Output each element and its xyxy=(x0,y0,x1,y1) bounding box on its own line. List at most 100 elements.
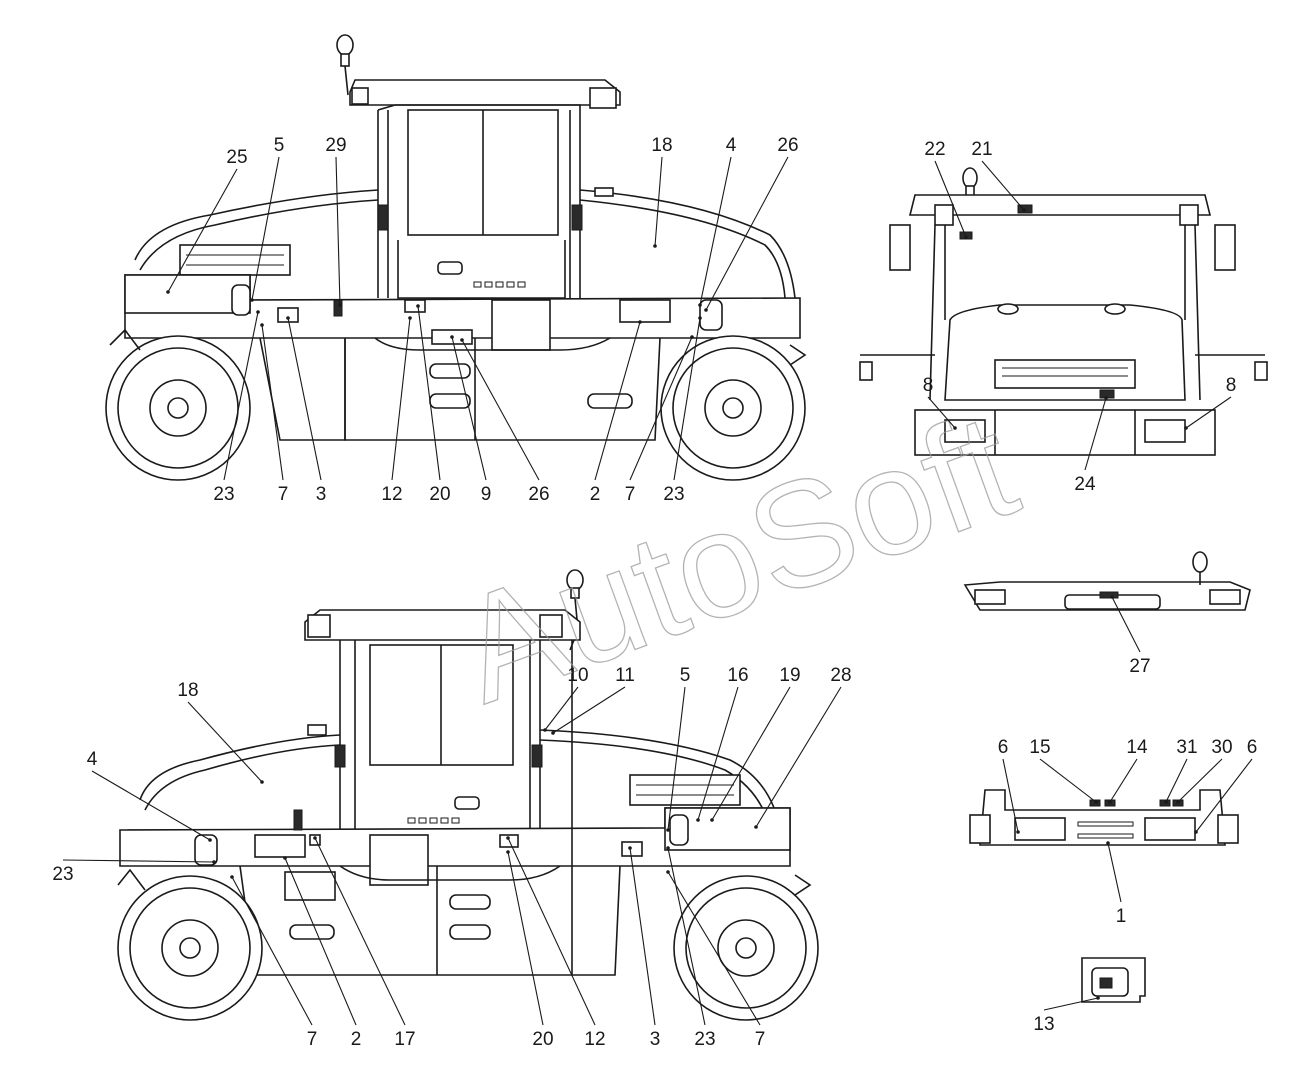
callout-leader xyxy=(705,156,789,311)
callout-number: 14 xyxy=(1126,737,1148,758)
callout-leader xyxy=(1177,758,1223,803)
callout-leader xyxy=(629,336,693,481)
callout-target-dot xyxy=(666,870,670,874)
callout-leader xyxy=(755,686,842,828)
callout-7: 7 xyxy=(260,323,288,505)
callout-target-dot xyxy=(754,825,758,829)
callout-target-dot xyxy=(1164,800,1168,804)
callout-target-dot xyxy=(166,290,170,294)
callout-number: 18 xyxy=(651,135,672,156)
callout-target-dot xyxy=(638,320,642,324)
callout-number: 23 xyxy=(663,484,684,505)
callout-leader xyxy=(284,857,357,1026)
callout-number: 17 xyxy=(394,1029,415,1050)
rear-bumper-view xyxy=(969,789,1239,846)
callout-leader xyxy=(507,837,596,1026)
callout-number: 10 xyxy=(567,665,588,686)
callout-number: 7 xyxy=(755,1029,766,1050)
callout-4: 4 xyxy=(87,749,212,842)
callout-19: 19 xyxy=(710,665,801,822)
callout-number: 4 xyxy=(726,135,737,156)
callout-leader xyxy=(261,324,284,481)
callout-18: 18 xyxy=(651,135,673,248)
callout-23: 23 xyxy=(666,846,716,1050)
callout-29: 29 xyxy=(325,135,347,307)
callout-leader xyxy=(594,321,641,481)
callout-31: 31 xyxy=(1164,737,1198,804)
callout-12: 12 xyxy=(381,316,412,505)
callout-leader xyxy=(1084,397,1107,471)
callout-leader xyxy=(1039,758,1097,803)
callout-12: 12 xyxy=(506,836,606,1050)
callout-8: 8 xyxy=(1184,375,1236,430)
callout-target-dot xyxy=(260,780,264,784)
callout-number: 29 xyxy=(325,135,346,156)
callout-leader xyxy=(231,876,313,1026)
callout-28: 28 xyxy=(754,665,852,829)
callout-number: 12 xyxy=(381,484,402,505)
callout-13: 13 xyxy=(1033,996,1100,1035)
callout-target-dot xyxy=(551,731,555,735)
callout-number: 20 xyxy=(532,1029,553,1050)
callout-target-dot xyxy=(250,298,254,302)
callout-leader xyxy=(91,770,211,841)
callout-leader xyxy=(654,156,663,247)
callout-23: 23 xyxy=(663,316,702,505)
callout-15: 15 xyxy=(1029,737,1098,804)
callout-27: 27 xyxy=(1110,595,1151,677)
callout-number: 15 xyxy=(1029,737,1050,758)
machine-rear-view xyxy=(859,167,1268,456)
callout-leader xyxy=(507,851,544,1026)
callout-number: 8 xyxy=(923,375,934,396)
callout-target-dot xyxy=(283,856,287,860)
callout-target-dot xyxy=(698,316,702,320)
callout-target-dot xyxy=(666,846,670,850)
callout-7: 7 xyxy=(230,875,317,1050)
callout-leader xyxy=(1195,758,1253,833)
callout-number: 6 xyxy=(998,737,1009,758)
callout-target-dot xyxy=(212,860,216,864)
callout-leader xyxy=(314,837,406,1026)
callout-9: 9 xyxy=(450,335,491,505)
callout-7: 7 xyxy=(666,870,765,1050)
callout-25: 25 xyxy=(166,147,248,294)
callout-11: 11 xyxy=(551,665,635,735)
callout-target-dot xyxy=(1108,800,1112,804)
callout-leader xyxy=(451,336,487,481)
callout-target-dot xyxy=(450,335,454,339)
callout-leader xyxy=(1165,758,1188,803)
callout-target-dot xyxy=(690,335,694,339)
callout-number: 20 xyxy=(429,484,450,505)
callout-target-dot xyxy=(313,836,317,840)
callout-number: 3 xyxy=(316,484,327,505)
callout-target-dot xyxy=(964,235,968,239)
callout-target-dot xyxy=(1104,396,1108,400)
callout-target-dot xyxy=(1096,996,1100,1000)
callout-number: 7 xyxy=(625,484,636,505)
callout-leader xyxy=(667,847,706,1026)
callout-target-dot xyxy=(1176,800,1180,804)
callout-leader xyxy=(287,317,322,481)
callout-number: 25 xyxy=(226,147,247,168)
callout-number: 13 xyxy=(1033,1014,1054,1035)
callout-target-dot xyxy=(698,303,702,307)
callout-target-dot xyxy=(506,850,510,854)
callout-leader xyxy=(461,339,540,481)
callout-number: 6 xyxy=(1247,737,1258,758)
callout-number: 12 xyxy=(584,1029,605,1050)
callout-leader xyxy=(711,686,791,821)
callout-4: 4 xyxy=(698,135,737,307)
callout-number: 4 xyxy=(87,749,98,770)
callout-number: 18 xyxy=(177,680,198,701)
callout-target-dot xyxy=(1022,208,1026,212)
callout-leader xyxy=(62,859,215,863)
callout-number: 2 xyxy=(351,1029,362,1050)
callout-target-dot xyxy=(260,323,264,327)
callout-leader xyxy=(417,305,441,481)
callout-number: 27 xyxy=(1129,656,1150,677)
callout-number: 19 xyxy=(779,665,800,686)
callout-leader xyxy=(1002,758,1019,833)
callout-target-dot xyxy=(543,728,547,732)
